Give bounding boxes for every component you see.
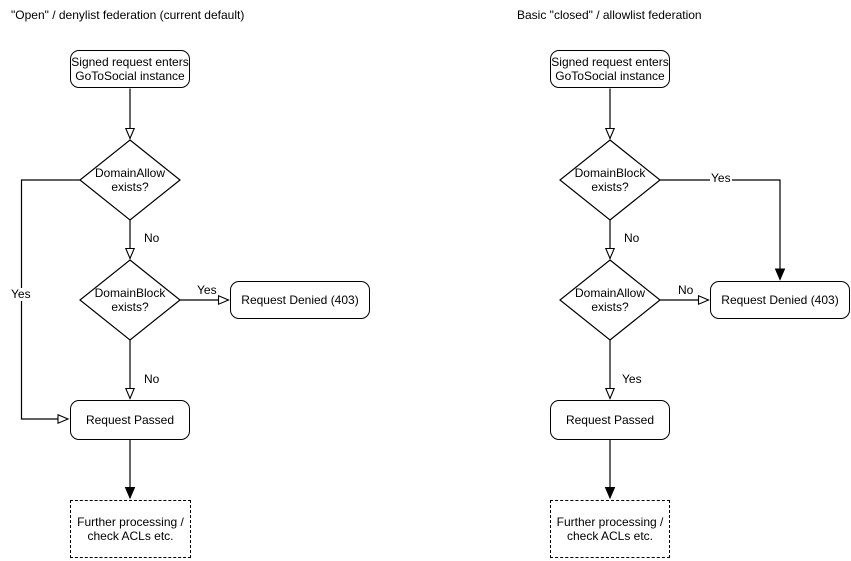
edge-label-yes-left-d2: Yes — [196, 283, 218, 297]
start-node-right: Signed request enters GoToSocial instanc… — [550, 50, 670, 88]
decision-domainallow-shape-right — [559, 259, 661, 341]
edge-right-domainblock-yes-to-denied — [660, 179, 786, 281]
edge-label-no-left-d2: No — [143, 372, 161, 386]
diagram-title-right: Basic "closed" / allowlist federation — [517, 8, 702, 22]
decision-domainallow-shape-left — [79, 139, 181, 221]
edge-label-no-left-d1: No — [143, 231, 161, 245]
start-node-left: Signed request enters GoToSocial instanc… — [70, 50, 190, 88]
decision-domainblock-shape-left — [79, 259, 181, 341]
edge-label-yes-left-rail: Yes — [10, 287, 32, 301]
further-processing-node-left: Further processing / check ACLs etc. — [70, 500, 191, 558]
edge-label-no-right-d1: No — [623, 231, 641, 245]
diagram-title-left: "Open" / denylist federation (current de… — [11, 8, 245, 22]
edge-label-yes-right-d2: Yes — [621, 372, 643, 386]
edge-label-yes-right-d1: Yes — [710, 171, 732, 185]
edge-label-no-right-d2: No — [677, 283, 695, 297]
denied-node-left: Request Denied (403) — [230, 281, 370, 319]
decision-domainblock-shape-right — [559, 139, 661, 221]
denied-node-right: Request Denied (403) — [710, 281, 850, 319]
further-processing-node-right: Further processing / check ACLs etc. — [550, 500, 670, 558]
passed-node-right: Request Passed — [550, 400, 670, 440]
passed-node-left: Request Passed — [70, 400, 190, 440]
